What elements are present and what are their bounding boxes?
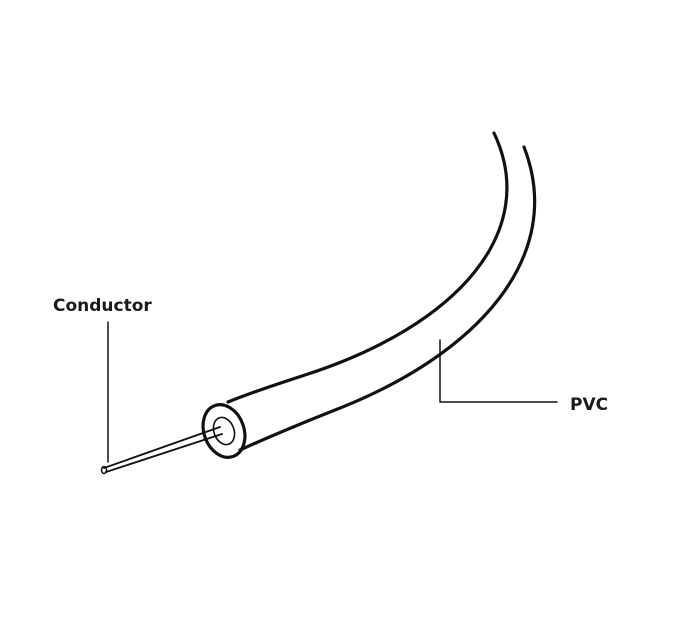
cable-end-outer-ring: [201, 403, 247, 459]
cable-jacket-top-edge: [226, 131, 509, 404]
pvc-leader-line: [439, 339, 558, 403]
conductor-wire: [103, 426, 223, 473]
pvc-label: PVC: [570, 395, 608, 415]
cable-jacket-bottom-edge: [238, 145, 537, 452]
conductor-label: Conductor: [53, 296, 152, 316]
cable-end-inner-ring: [212, 416, 236, 446]
conductor-wire-tip: [100, 465, 108, 475]
